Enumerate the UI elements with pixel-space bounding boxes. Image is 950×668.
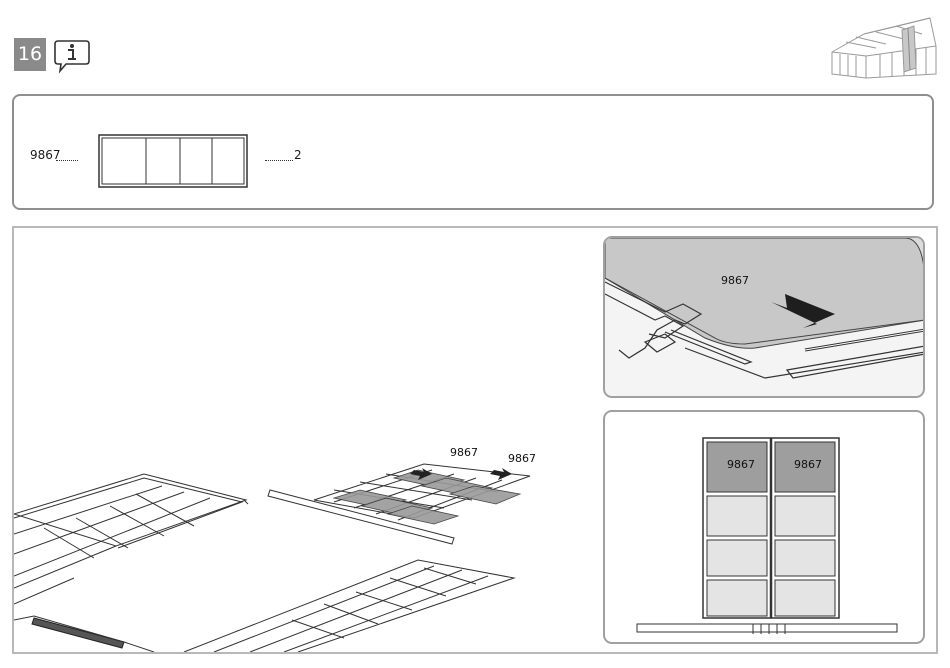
part-quantity: 2 <box>294 148 302 162</box>
parts-list-box: 9867 2 <box>12 94 934 210</box>
roof-assembly-diagram <box>14 228 604 652</box>
front-panel-label-left: 9867 <box>727 458 755 471</box>
slide-panel-label: 9867 <box>721 274 749 287</box>
panel-label-left: 9867 <box>450 446 478 459</box>
push-arrow-icon <box>490 468 512 480</box>
panel-label-right: 9867 <box>508 452 536 465</box>
front-view-callout: 9867 9867 <box>603 410 925 644</box>
front-panel-label-right: 9867 <box>794 458 822 471</box>
slide-in-detail-callout: 9867 <box>603 236 925 398</box>
step-number-badge: 16 <box>14 38 46 71</box>
slide-in-detail-drawing <box>605 238 925 398</box>
panel-thumbnail-icon <box>98 134 248 188</box>
part-qty-leader <box>265 160 293 161</box>
greenhouse-icon <box>826 12 938 82</box>
part-code-leader <box>56 160 78 161</box>
front-view-drawing <box>605 412 925 644</box>
info-speech-bubble-icon <box>52 37 92 77</box>
